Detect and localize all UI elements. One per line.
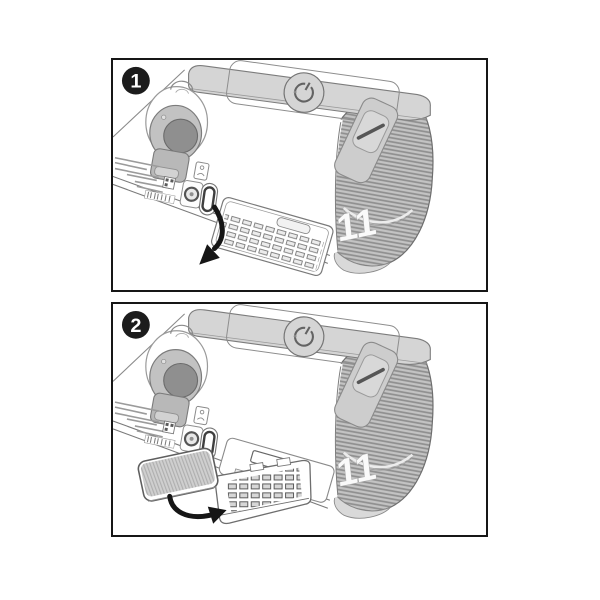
step-1-illustration: 11 1 (113, 60, 435, 290)
step-number: 2 (130, 315, 141, 337)
step-badge: 1 (121, 66, 150, 95)
step-2-illustration: 11 2 (113, 304, 435, 535)
device-model-label: 11 (335, 445, 378, 495)
instruction-panel-step-2: 11 2 (111, 302, 488, 537)
device-model-label: 11 (335, 200, 379, 250)
step-number: 1 (130, 71, 141, 93)
step-badge: 2 (121, 310, 150, 339)
instruction-panel-step-1: 11 1 (111, 58, 488, 292)
